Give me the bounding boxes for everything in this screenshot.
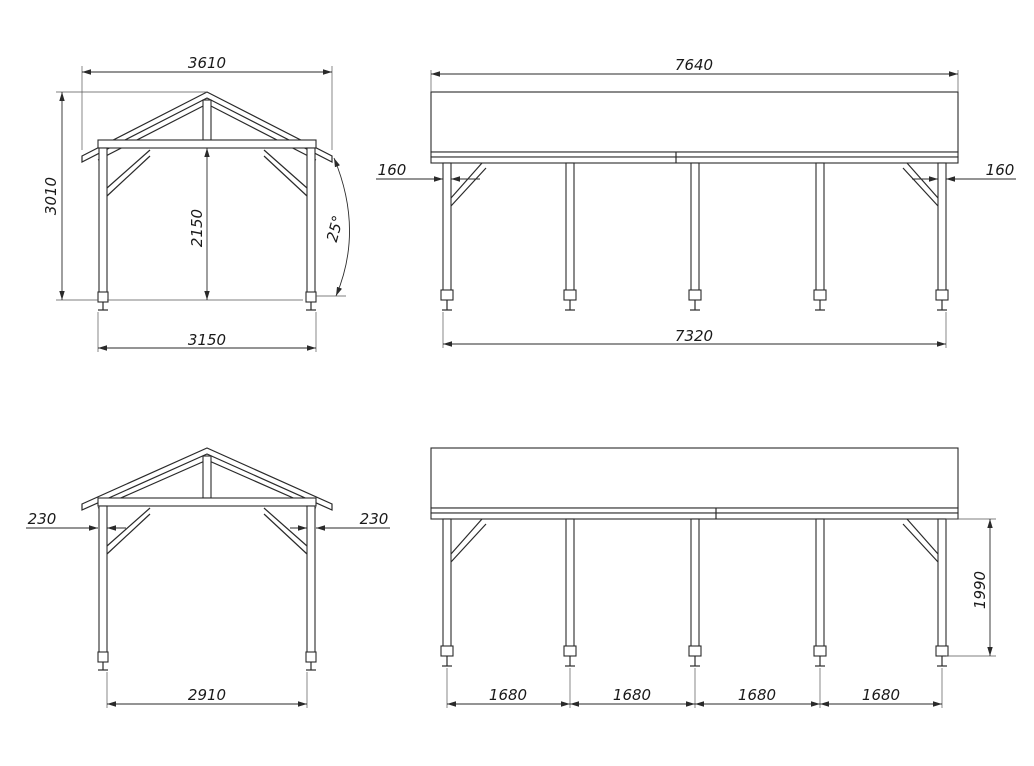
dim-base-width-bottom: 2910 <box>188 686 226 704</box>
dim-left-overhang-bottom: 230 <box>28 510 57 528</box>
front-elevation-bottom: 230 230 2910 <box>26 447 390 708</box>
dim-roof-pitch: 25° <box>323 214 347 244</box>
front-elevation-top: 3610 3010 2150 25° 3150 <box>42 54 350 352</box>
dim-overall-length: 7640 <box>675 56 713 74</box>
dim-right-overhang-bottom: 230 <box>360 510 389 528</box>
dim-span-1: 1680 <box>489 686 527 704</box>
dim-eave-height: 2150 <box>188 209 206 247</box>
dim-post-height: 1990 <box>971 571 989 609</box>
dim-left-overhang: 160 <box>378 161 407 179</box>
dim-total-height: 3010 <box>42 177 60 215</box>
side-elevation-bottom: 1990 1680 1680 1680 1680 <box>430 447 996 708</box>
dim-span-3: 1680 <box>738 686 776 704</box>
dim-base-width: 3150 <box>188 331 226 349</box>
dim-overall-width: 3610 <box>188 54 226 72</box>
dim-right-overhang: 160 <box>986 161 1015 179</box>
side-elevation-top: 7640 160 160 7320 <box>376 56 1016 348</box>
dim-span-2: 1680 <box>613 686 651 704</box>
dim-span-4: 1680 <box>862 686 900 704</box>
dim-base-length: 7320 <box>675 327 713 345</box>
